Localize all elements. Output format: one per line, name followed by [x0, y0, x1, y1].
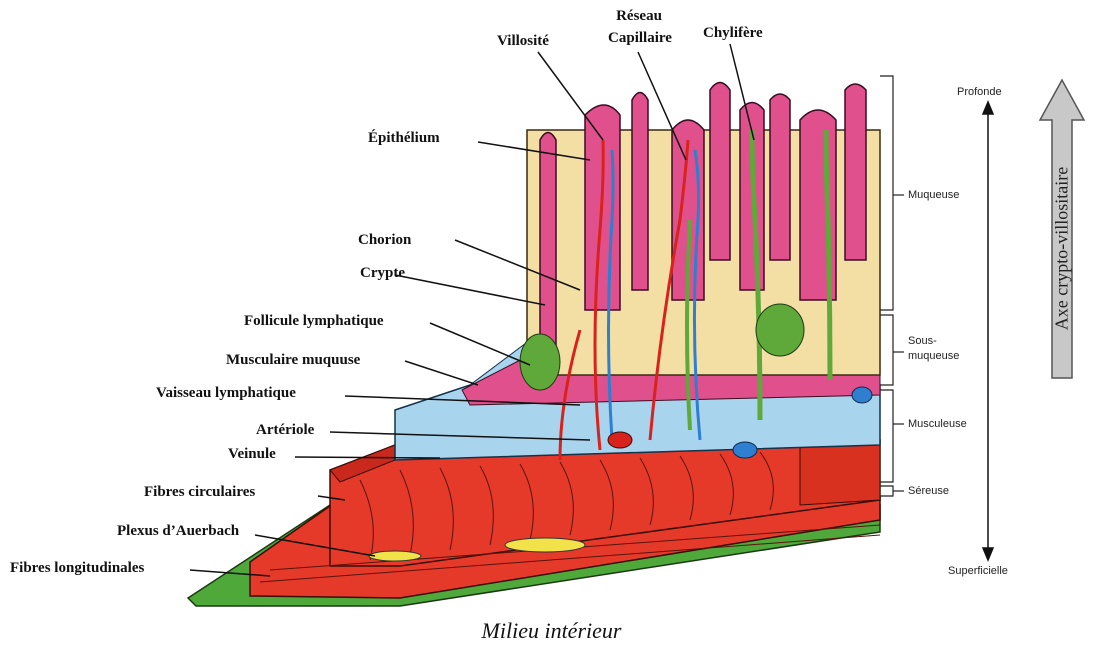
label-arteriole: Artériole	[256, 422, 314, 439]
label-muqueuse: Muqueuse	[908, 189, 959, 201]
label-plexus-auerbach: Plexus d’Auerbach	[117, 523, 239, 540]
label-capillaire: Capillaire	[595, 30, 685, 47]
label-musculeuse: Musculeuse	[908, 418, 967, 430]
lymph-follicle	[520, 334, 560, 390]
layer-bracket	[880, 76, 904, 496]
caption: Milieu intérieur	[0, 618, 1103, 644]
auerbach-plexus-2	[369, 551, 421, 561]
label-reseau: Réseau	[600, 8, 678, 25]
label-muqueuse-2: muqueuse	[908, 350, 959, 362]
label-villosite: Villosité	[497, 33, 549, 50]
arteriole-cut	[608, 432, 632, 448]
depth-axis-arrow	[983, 102, 993, 560]
label-fibres-circulaires: Fibres circulaires	[144, 484, 255, 501]
venule-cut	[733, 442, 757, 458]
label-vaisseau-lymphatique: Vaisseau lymphatique	[156, 385, 296, 402]
villus	[632, 93, 648, 291]
label-crypte: Crypte	[360, 265, 405, 282]
villus	[845, 84, 866, 260]
axis-label: Axe crypto-villositaire	[1052, 159, 1073, 339]
label-sereuse: Séreuse	[908, 485, 949, 497]
label-sous: Sous-	[908, 335, 937, 347]
label-musculaire-muqueuse: Musculaire muquuse	[226, 352, 360, 369]
label-profonde: Profonde	[957, 86, 1002, 98]
label-superficielle: Superficielle	[948, 565, 1008, 577]
label-follicule: Follicule lymphatique	[244, 313, 384, 330]
label-fibres-longitudinales: Fibres longitudinales	[10, 560, 144, 577]
label-epithelium: Épithélium	[368, 130, 440, 147]
villus	[710, 83, 730, 261]
villus	[770, 94, 790, 260]
auerbach-plexus	[505, 538, 585, 552]
label-chorion: Chorion	[358, 232, 411, 249]
lymph-follicle	[756, 304, 804, 356]
lymph-vessel-cut	[852, 387, 872, 403]
label-chylifere: Chylifère	[703, 25, 763, 42]
label-veinule: Veinule	[228, 446, 276, 463]
